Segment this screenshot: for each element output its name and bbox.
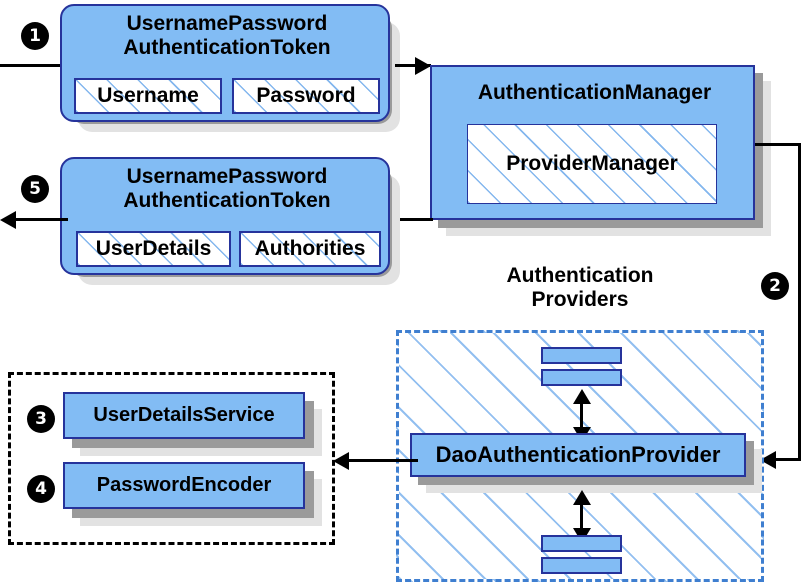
response-token-node: UsernamePassword AuthenticationToken Use… bbox=[60, 157, 400, 285]
connector-manager-down-segment bbox=[798, 143, 801, 460]
provider-bar-top-2[interactable] bbox=[541, 369, 622, 386]
response-token-box[interactable]: UsernamePassword AuthenticationToken Use… bbox=[60, 157, 390, 275]
arrow-provider-bottom-up bbox=[573, 490, 591, 505]
providers-group-title-line2: Providers bbox=[531, 287, 629, 311]
request-token-node: UsernamePassword AuthenticationToken Use… bbox=[60, 4, 400, 132]
arrow-into-services-group bbox=[333, 452, 349, 470]
badge-step-2-glyph: 2 bbox=[769, 275, 781, 296]
dao-authentication-provider-node: DaoAuthenticationProvider bbox=[410, 433, 765, 495]
user-details-service-label: UserDetailsService bbox=[93, 404, 275, 426]
response-token-title-line1: UsernamePassword bbox=[126, 165, 328, 188]
provider-manager-label: ProviderManager bbox=[506, 152, 678, 175]
connector-token-to-manager bbox=[395, 64, 431, 67]
provider-bar-top-1[interactable] bbox=[541, 347, 622, 364]
connector-manager-right-segment bbox=[755, 143, 801, 146]
password-encoder-box[interactable]: PasswordEncoder bbox=[63, 462, 305, 509]
request-token-field-username[interactable]: Username bbox=[74, 78, 222, 114]
arrow-into-dao-provider bbox=[760, 451, 776, 469]
dao-authentication-provider-box[interactable]: DaoAuthenticationProvider bbox=[410, 433, 746, 477]
response-token-title: UsernamePassword AuthenticationToken bbox=[62, 165, 392, 212]
badge-step-4: 4 bbox=[27, 475, 55, 503]
badge-step-1-glyph: 1 bbox=[29, 25, 41, 46]
arrow-into-authentication-manager bbox=[415, 57, 431, 75]
connector-provider-top-vertical bbox=[580, 394, 583, 432]
badge-step-3: 3 bbox=[27, 405, 55, 433]
badge-step-1: 1 bbox=[21, 22, 49, 50]
connector-response-out bbox=[16, 218, 68, 221]
connector-provider-bottom-vertical bbox=[580, 495, 583, 533]
badge-step-5: 5 bbox=[21, 175, 49, 203]
request-token-title-line1: UsernamePassword bbox=[126, 12, 328, 35]
user-details-service-node: UserDetailsService bbox=[63, 392, 328, 457]
connector-dao-to-services bbox=[348, 459, 418, 462]
authentication-manager-title: AuthenticationManager bbox=[432, 81, 757, 105]
response-token-field-userdetails-label: UserDetails bbox=[95, 237, 212, 260]
response-token-field-authorities-label: Authorities bbox=[254, 237, 366, 260]
provider-manager-box[interactable]: ProviderManager bbox=[467, 124, 717, 204]
providers-group-title-line1: Authentication bbox=[506, 264, 654, 287]
authentication-manager-node: AuthenticationManager ProviderManager bbox=[430, 65, 775, 240]
request-token-box[interactable]: UsernamePassword AuthenticationToken Use… bbox=[60, 4, 390, 122]
badge-step-2: 2 bbox=[761, 272, 789, 300]
request-token-field-password-label: Password bbox=[256, 84, 356, 107]
badge-step-5-glyph: 5 bbox=[29, 178, 41, 199]
connector-request-in bbox=[0, 64, 80, 67]
connector-manager-to-response-token bbox=[393, 218, 433, 221]
provider-bar-bottom-2[interactable] bbox=[541, 557, 622, 574]
services-group-container bbox=[8, 372, 335, 545]
user-details-service-box[interactable]: UserDetailsService bbox=[63, 392, 305, 439]
arrow-response-out bbox=[0, 211, 16, 229]
response-token-field-userdetails[interactable]: UserDetails bbox=[76, 231, 231, 267]
arrow-provider-top-up bbox=[573, 389, 591, 404]
password-encoder-label: PasswordEncoder bbox=[96, 474, 272, 496]
authentication-manager-box[interactable]: AuthenticationManager ProviderManager bbox=[430, 65, 755, 220]
response-token-field-authorities[interactable]: Authorities bbox=[239, 231, 381, 267]
authentication-manager-title-text: AuthenticationManager bbox=[477, 81, 712, 104]
request-token-field-password[interactable]: Password bbox=[232, 78, 380, 114]
password-encoder-node: PasswordEncoder bbox=[63, 462, 328, 527]
badge-step-3-glyph: 3 bbox=[35, 408, 47, 429]
request-token-title: UsernamePassword AuthenticationToken bbox=[62, 12, 392, 59]
request-token-field-username-label: Username bbox=[97, 84, 199, 107]
connector-into-dao-provider bbox=[775, 458, 801, 461]
dao-authentication-provider-label: DaoAuthenticationProvider bbox=[435, 442, 721, 467]
providers-group-title: Authentication Providers bbox=[455, 264, 705, 311]
provider-bar-bottom-1[interactable] bbox=[541, 535, 622, 552]
request-token-title-line2: AuthenticationToken bbox=[123, 35, 331, 59]
response-token-title-line2: AuthenticationToken bbox=[123, 188, 331, 212]
badge-step-4-glyph: 4 bbox=[35, 478, 47, 499]
